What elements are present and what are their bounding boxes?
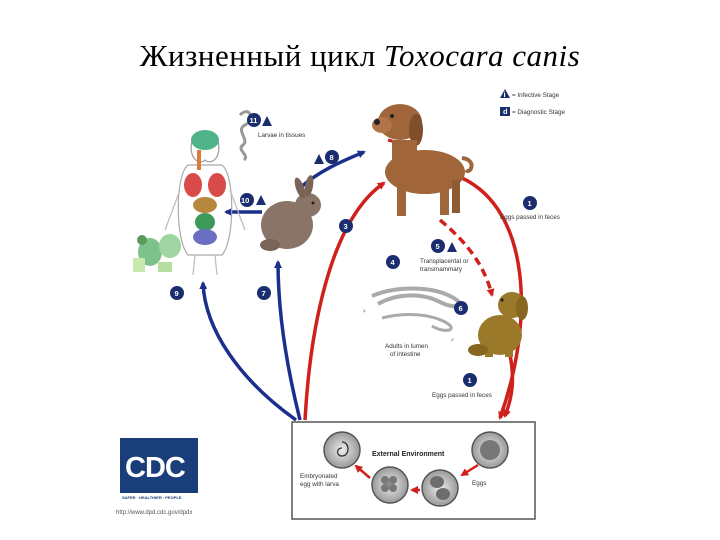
title-latin: Toxocara canis — [384, 38, 581, 73]
arrow-step-1-bottom — [503, 354, 515, 418]
svg-text:i: i — [504, 90, 506, 99]
egg-two-cell-icon — [421, 469, 459, 507]
svg-text:6: 6 — [459, 304, 463, 313]
egg-morula-icon — [371, 466, 409, 504]
svg-text:3: 3 — [344, 222, 348, 231]
title-main: Жизненный цикл — [139, 38, 376, 73]
label-adults-2: of intestine — [390, 351, 421, 358]
legend-diagnostic-icon: d — [500, 107, 510, 116]
label-embryonated-2: egg with larva — [300, 481, 339, 488]
label-embryonated-1: Embryonated — [300, 473, 338, 480]
step-1-badge-bottom: 1 — [463, 373, 477, 387]
label-eggs-feces-bottom: Eggs passed in feces — [432, 392, 492, 399]
egg-unembryonated-icon — [471, 431, 509, 469]
step-1-badge-top: 1 — [523, 196, 537, 210]
cdc-url: http://www.dpd.cdc.gov/dpdx — [116, 510, 192, 516]
rabbit-icon — [260, 175, 321, 251]
arrow-step-9 — [199, 281, 298, 422]
step-6-badge: 6 — [454, 301, 468, 315]
vegetables-icon — [133, 234, 181, 272]
svg-text:1: 1 — [528, 199, 532, 208]
legend-infective-label: = Infective Stage — [512, 92, 560, 99]
arrow-step-3 — [303, 181, 386, 421]
step-9-badge: 9 — [170, 286, 184, 300]
cdc-logo-icon: CDC SAFER · HEALTHIER · PEOPLE — [120, 438, 198, 501]
svg-text:11: 11 — [250, 116, 258, 125]
svg-text:8: 8 — [330, 153, 334, 162]
step-3-badge: 3 — [339, 219, 353, 233]
egg-embryonated-icon — [323, 431, 361, 469]
legend-infective-icon: i — [500, 89, 510, 99]
step-10-infective-icon — [256, 195, 266, 205]
svg-text:4: 4 — [391, 258, 396, 267]
label-male-symbol: ♂ — [450, 337, 455, 344]
label-transplacental-2: transmammary — [420, 266, 463, 273]
label-external-env: External Environment — [372, 451, 445, 458]
puppy-icon — [468, 292, 528, 357]
step-8-badge: 8 — [325, 150, 339, 164]
worms-icon — [371, 286, 462, 332]
step-7-badge: 7 — [257, 286, 271, 300]
svg-text:9: 9 — [175, 289, 179, 298]
page-title: Жизненный цикл Toxocara canis — [0, 38, 720, 74]
svg-text:10: 10 — [241, 196, 249, 205]
legend: i = Infective Stage d = Diagnostic Stage — [500, 89, 566, 116]
svg-text:d: d — [503, 107, 508, 116]
cdc-logo-text: CDC — [125, 452, 186, 484]
external-environment-box: External Environment Embryonated egg wit… — [291, 421, 536, 520]
dog-icon — [372, 104, 474, 216]
arrow-step-7 — [274, 260, 302, 421]
step-5-infective-icon — [447, 242, 457, 252]
svg-text:5: 5 — [436, 242, 440, 251]
step-4-badge: 4 — [386, 255, 400, 269]
human-figure-icon — [164, 130, 246, 276]
svg-text:1: 1 — [468, 376, 472, 385]
label-transplacental-1: Transplacental or — [420, 258, 468, 265]
step-badges: 11 8 10 3 1 5 4 9 7 6 1 2 — [170, 113, 537, 468]
legend-diagnostic-label: = Diagnostic Stage — [512, 109, 566, 116]
svg-text:7: 7 — [262, 289, 266, 298]
label-larvae-tissues: Larvae in tissues — [258, 132, 305, 139]
label-eggs-feces-top: Eggs passed in feces — [500, 214, 560, 221]
arrow-step-5 — [438, 218, 495, 297]
step-11-badge: 11 — [247, 113, 261, 127]
label-female-symbol: ♀ — [362, 308, 367, 315]
step-10-badge: 10 — [240, 193, 254, 207]
step-8-infective-icon — [314, 154, 324, 164]
cdc-tagline: SAFER · HEALTHIER · PEOPLE — [122, 495, 182, 500]
step-11-infective-icon — [262, 116, 272, 126]
label-adults-1: Adults in lumen — [385, 343, 429, 350]
label-eggs: Eggs — [472, 480, 486, 487]
step-5-badge: 5 — [431, 239, 445, 253]
